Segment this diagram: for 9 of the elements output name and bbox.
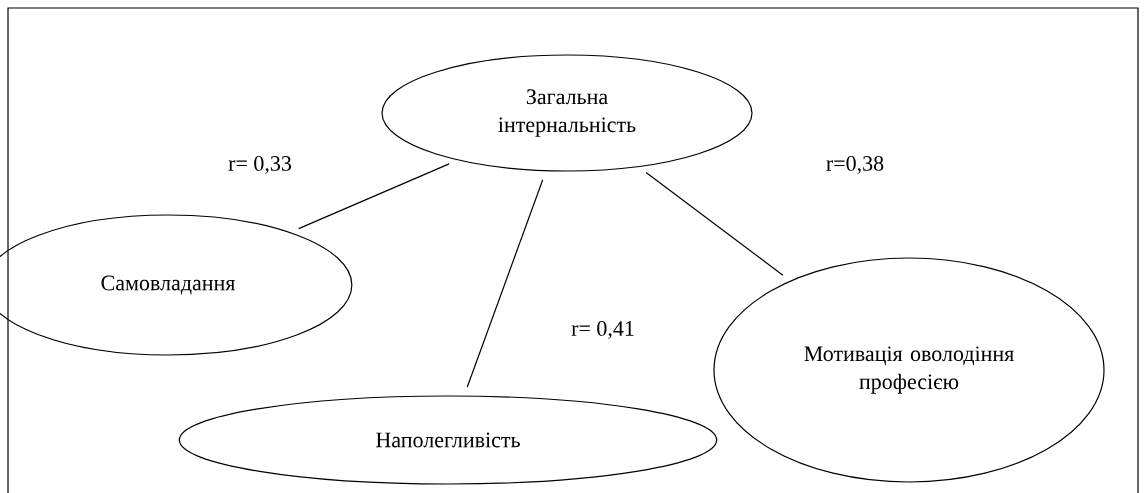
edge-label: r= 0,41 (570, 320, 636, 340)
ellipse-node: Мотивація оволодіння професією (713, 257, 1105, 483)
edge-label: r= 0,33 (227, 155, 293, 175)
connector-line (645, 171, 784, 276)
connector-line (298, 163, 450, 230)
ellipse-node: Наполегливість (178, 395, 718, 485)
connector-line (466, 179, 544, 388)
edge-label: r=0,38 (824, 155, 886, 175)
ellipse-node: Загальна інтернальність (381, 54, 753, 172)
